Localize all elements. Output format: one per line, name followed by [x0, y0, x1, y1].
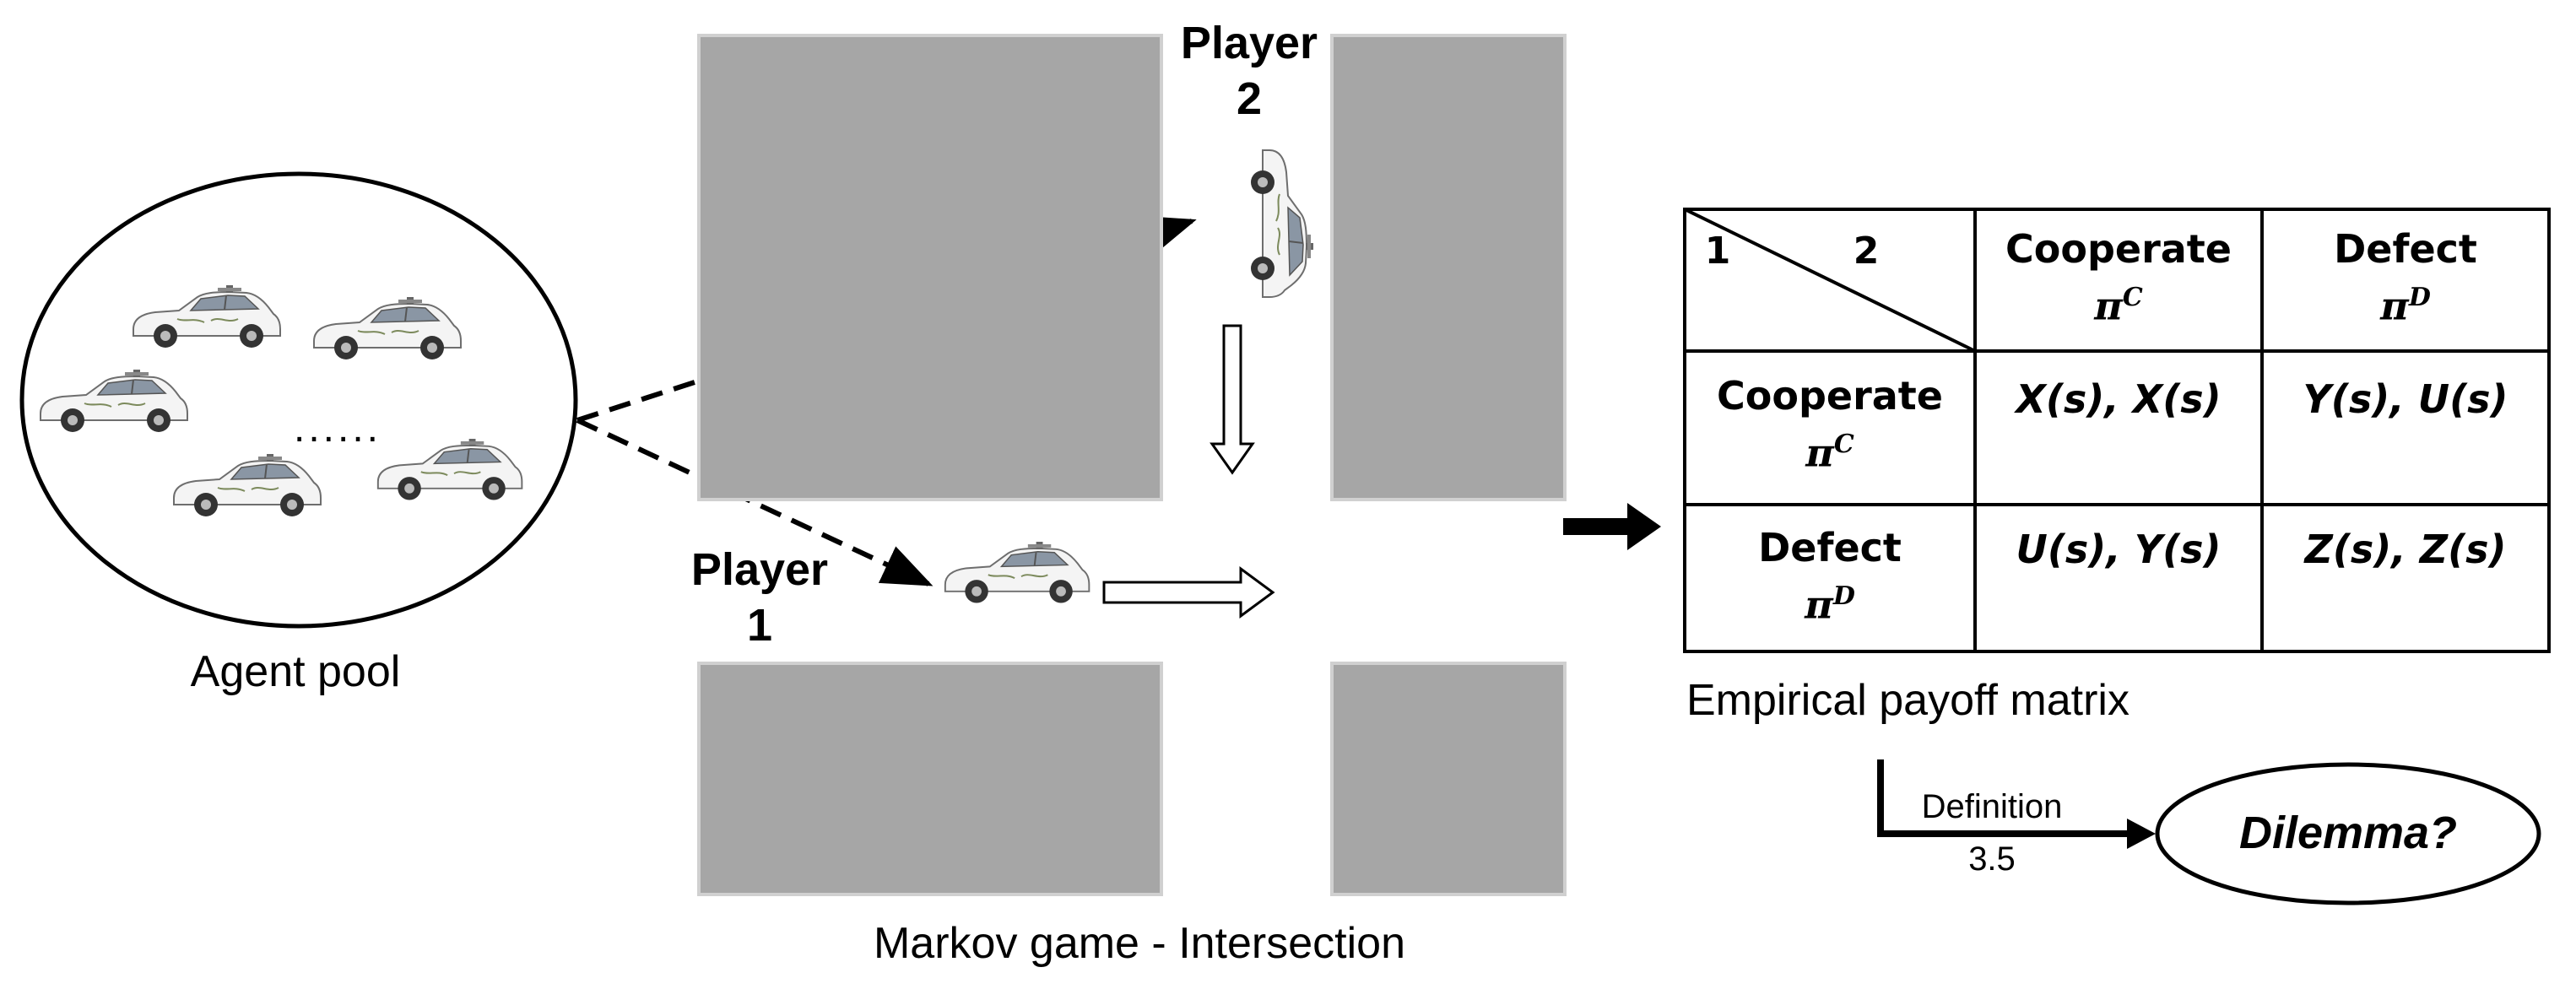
solid-arrow — [1563, 503, 1661, 550]
policy-symbol: π — [1805, 581, 1833, 628]
policy-symbol: π — [2094, 283, 2123, 329]
player1-name: Player — [690, 544, 829, 595]
car-icon — [313, 296, 462, 360]
policy-symbol: π — [1805, 430, 1834, 476]
hollow-arrow-down — [1210, 324, 1255, 475]
col-header-cooperate-name: Cooperate — [2005, 226, 2232, 272]
policy-superscript: D — [2408, 283, 2431, 312]
player1-number: 1 — [746, 600, 773, 651]
payoff-cell-dc: U(s), Y(s) — [2016, 527, 2222, 572]
row-header-defect-policy: πD — [1685, 572, 1975, 629]
markov-game-caption: Markov game - Intersection — [873, 919, 1406, 968]
car-icon — [133, 284, 281, 349]
row-header-defect: Defect πD — [1685, 523, 1975, 629]
road-block-bottom-left — [697, 662, 1163, 896]
road-block-top-right — [1330, 34, 1567, 501]
car-icon — [1250, 149, 1314, 298]
row-header-cooperate-policy: πC — [1685, 420, 1975, 477]
car-icon — [173, 453, 322, 517]
matrix-corner-row-player: 1 — [1704, 230, 1731, 273]
col-header-defect-name: Defect — [2334, 226, 2477, 272]
policy-superscript: C — [1833, 430, 1854, 459]
dilemma-text: Dilemma? — [2238, 808, 2458, 858]
definition-connector — [1877, 759, 2130, 837]
payoff-matrix-table — [1683, 208, 2551, 653]
policy-superscript: D — [1832, 581, 1855, 611]
row-header-cooperate-name: Cooperate — [1716, 373, 1943, 419]
dilemma-ellipse — [2155, 762, 2541, 905]
road-block-top-left — [697, 34, 1163, 501]
definition-label: Definition — [1921, 788, 2063, 825]
row-header-defect-name: Defect — [1758, 525, 1902, 570]
policy-symbol: π — [2380, 283, 2409, 329]
player2-name: Player — [1180, 18, 1318, 68]
agent-pool-label: Agent pool — [190, 647, 401, 696]
col-header-defect: Defect πD — [2262, 224, 2549, 330]
payoff-cell-cd: Y(s), U(s) — [2303, 376, 2508, 422]
dashed-arrow-to-player1 — [576, 418, 934, 586]
col-header-defect-policy: πD — [2262, 273, 2549, 330]
car-icon — [944, 541, 1090, 604]
payoff-cell-dd: Z(s), Z(s) — [2304, 527, 2507, 572]
payoff-matrix-caption: Empirical payoff matrix — [1686, 676, 2130, 725]
matrix-corner-col-player: 2 — [1853, 230, 1880, 273]
row-header-cooperate: Cooperate πC — [1685, 371, 1975, 477]
col-header-cooperate-policy: πC — [1975, 273, 2262, 330]
col-header-cooperate: Cooperate πC — [1975, 224, 2262, 330]
definition-number: 3.5 — [1968, 840, 2016, 878]
car-icon — [376, 438, 523, 501]
car-icon — [40, 369, 188, 433]
road-block-bottom-right — [1330, 662, 1567, 896]
agent-pool-dots: ...... — [294, 406, 382, 451]
agent-pool-ellipse — [19, 171, 578, 629]
hollow-arrow-right — [1102, 566, 1275, 619]
player2-number: 2 — [1236, 73, 1263, 124]
payoff-cell-cc: X(s), X(s) — [2016, 376, 2222, 422]
definition-arrowhead — [2127, 819, 2156, 849]
policy-superscript: C — [2122, 283, 2143, 312]
